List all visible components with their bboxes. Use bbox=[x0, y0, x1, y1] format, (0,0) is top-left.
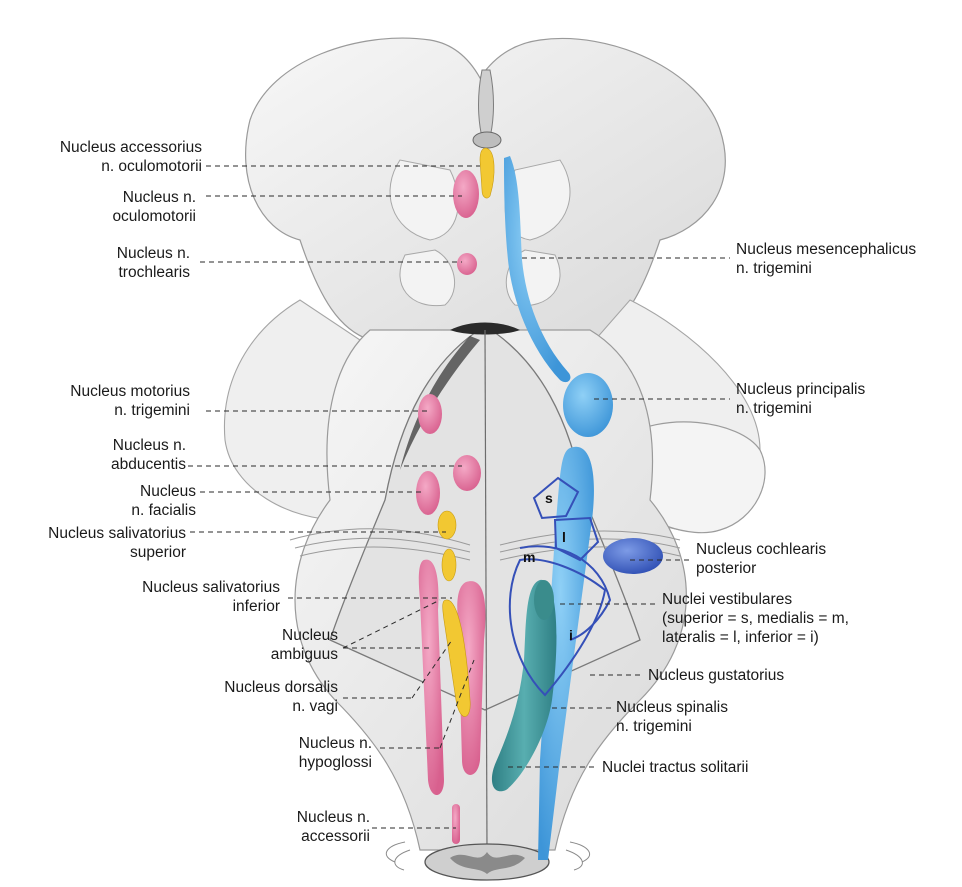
vestibular-letter-superior: s bbox=[545, 490, 553, 506]
label-nucleus-trochlearis: Nucleus n. trochlearis bbox=[117, 244, 190, 282]
nucleus-gustatorius-shape bbox=[534, 580, 554, 620]
label-nucleus-mesencephalicus-trigemini: Nucleus mesencephalicus n. trigemini bbox=[736, 240, 916, 278]
vestibular-letter-medialis: m bbox=[523, 549, 535, 565]
label-nucleus-gustatorius: Nucleus gustatorius bbox=[648, 666, 784, 685]
nucleus-principalis-trigemini-shape bbox=[563, 373, 613, 437]
nucleus-abducentis-shape bbox=[453, 455, 481, 491]
label-nucleus-cochlearis-posterior: Nucleus cochlearis posterior bbox=[696, 540, 826, 578]
nucleus-salivatorius-inferior-shape bbox=[442, 549, 456, 581]
vestibular-letter-inferior: i bbox=[569, 627, 573, 643]
label-nucleus-abducentis: Nucleus n. abducentis bbox=[111, 436, 186, 474]
label-nucleus-salivatorius-superior: Nucleus salivatorius superior bbox=[48, 524, 186, 562]
label-nucleus-oculomotorii: Nucleus n. oculomotorii bbox=[112, 188, 196, 226]
label-nuclei-vestibulares: Nuclei vestibulares (superior = s, media… bbox=[662, 590, 849, 647]
label-nucleus-accessorius-oculomotorii: Nucleus accessorius n. oculomotorii bbox=[60, 138, 202, 176]
label-nucleus-facialis: Nucleus n. facialis bbox=[131, 482, 196, 520]
vestibular-letter-lateralis: l bbox=[562, 529, 566, 545]
label-nucleus-accessorii: Nucleus n. accessorii bbox=[297, 808, 370, 846]
nucleus-trochlearis-shape bbox=[457, 253, 477, 275]
label-nucleus-ambiguus: Nucleus ambiguus bbox=[271, 626, 338, 664]
label-nuclei-tractus-solitarii: Nuclei tractus solitarii bbox=[602, 758, 748, 777]
pineal-body bbox=[473, 132, 501, 148]
label-nucleus-hypoglossi: Nucleus n. hypoglossi bbox=[299, 734, 372, 772]
label-nucleus-motorius-trigemini: Nucleus motorius n. trigemini bbox=[70, 382, 190, 420]
nucleus-oculomotorii-shape bbox=[453, 170, 479, 218]
label-nucleus-salivatorius-inferior: Nucleus salivatorius inferior bbox=[142, 578, 280, 616]
nucleus-facialis-shape bbox=[416, 471, 440, 515]
nucleus-salivatorius-superior-shape bbox=[438, 511, 456, 539]
label-nucleus-dorsalis-vagi: Nucleus dorsalis n. vagi bbox=[224, 678, 338, 716]
nucleus-cochlearis-posterior-shape bbox=[603, 538, 663, 574]
nucleus-motorius-trigemini-shape bbox=[418, 394, 442, 434]
label-nucleus-principalis-trigemini: Nucleus principalis n. trigemini bbox=[736, 380, 865, 418]
label-nucleus-spinalis-trigemini: Nucleus spinalis n. trigemini bbox=[616, 698, 728, 736]
nucleus-accessorii-shape bbox=[452, 804, 460, 844]
